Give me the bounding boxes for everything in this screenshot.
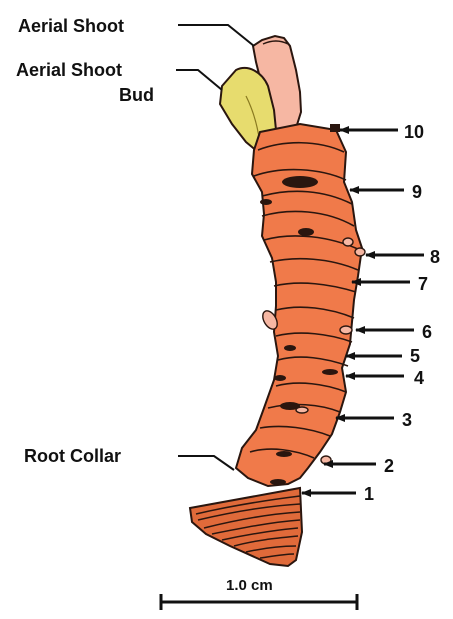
leader-root-collar bbox=[178, 456, 234, 470]
node-label-2: 2 bbox=[384, 456, 394, 476]
leader-aerial-shoot bbox=[178, 25, 254, 46]
label-aerial-shoot-bud-line2: Bud bbox=[119, 85, 154, 105]
root-collar-base bbox=[190, 488, 302, 566]
scale-bar-label: 1.0 cm bbox=[226, 577, 273, 594]
leader-aerial-shoot-bud bbox=[176, 70, 222, 90]
node-label-10: 10 bbox=[404, 122, 424, 142]
rhizome-stem bbox=[236, 124, 365, 486]
node-label-4: 4 bbox=[414, 368, 424, 388]
scale-bar: 1.0 cm bbox=[160, 577, 358, 610]
node-label-7: 7 bbox=[418, 274, 428, 294]
node-label-6: 6 bbox=[422, 322, 432, 342]
node-label-8: 8 bbox=[430, 247, 440, 267]
node-label-3: 3 bbox=[402, 410, 412, 430]
label-root-collar: Root Collar bbox=[24, 446, 121, 466]
label-aerial-shoot: Aerial Shoot bbox=[18, 16, 124, 36]
label-aerial-shoot-bud-line1: Aerial Shoot bbox=[16, 60, 122, 80]
node-label-1: 1 bbox=[364, 484, 374, 504]
label-aerial-shoot-group: Aerial Shoot bbox=[18, 16, 254, 46]
node-label-5: 5 bbox=[410, 346, 420, 366]
label-root-collar-group: Root Collar bbox=[24, 446, 234, 470]
node-label-9: 9 bbox=[412, 182, 422, 202]
label-aerial-shoot-bud-group: Aerial Shoot Bud bbox=[16, 60, 222, 105]
